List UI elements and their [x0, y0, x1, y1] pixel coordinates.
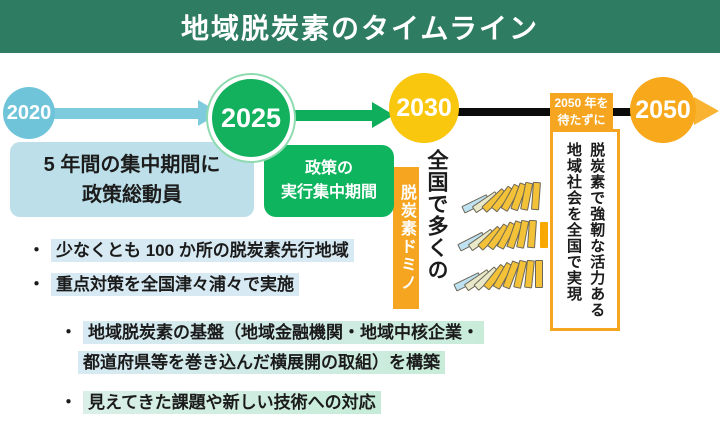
domino-tile [527, 219, 537, 249]
before-2050-line2: 待たずに [557, 112, 606, 127]
period-green-line2: 実行集中期間 [280, 184, 377, 201]
timeline-2030-2050-line [452, 108, 632, 116]
bullet-marker: ・ [60, 323, 77, 342]
domino-label-text: 脱炭素ドミノ [398, 184, 415, 292]
before-2050-tag: 2050 年を 待たずに [550, 93, 613, 130]
arrow-2020-2025-shaft [50, 108, 200, 119]
milestone-2050: 2050 [630, 77, 696, 143]
domino-tile [524, 259, 535, 289]
milestone-2020: 2020 [3, 87, 55, 139]
bullet-item-1: ・少なくとも 100 か所の脱炭素先行地域 [28, 236, 354, 262]
nationwide-caption-text: 全国で多くの [425, 149, 448, 281]
milestone-2050-label: 2050 [635, 95, 691, 124]
arrow-2050-head-icon [694, 97, 719, 125]
milestone-2030: 2030 [389, 73, 459, 143]
sub-bullet-2-text: 見えてきた課題や新しい技術への対応 [83, 391, 381, 414]
bullet-marker: ・ [28, 275, 45, 294]
domino-row-2 [453, 214, 553, 252]
goal-2050-col2: 地域社会を全国で実現 [565, 142, 582, 302]
milestone-2025: 2025 [212, 79, 290, 157]
sub-bullet-1-line-2: 都道府県等を巻き込んだ横展開の取組）を構築 [78, 348, 445, 374]
goal-2050-col1: 脱炭素で強靭な活力ある [588, 142, 606, 318]
domino-row-3 [449, 252, 549, 292]
bullet-item-2: ・重点対策を全国津々浦々で実施 [28, 270, 299, 296]
milestone-2030-label: 2030 [396, 93, 452, 122]
arrow-2025-2030-shaft [294, 110, 374, 121]
sub-bullet-1-line-1-text: 地域脱炭素の基盤（地域金融機関・地域中核企業・ [83, 321, 484, 344]
domino-tile [531, 181, 541, 211]
bullet-marker: ・ [60, 393, 77, 412]
arrow-2025-2030-head-icon [372, 102, 394, 128]
period-blue-line1: 5 年間の集中期間に [43, 153, 221, 176]
period-green-line1: 政策の [304, 160, 353, 177]
bullet-marker: ・ [28, 241, 45, 260]
bullet-item-1-text: 少なくとも 100 か所の脱炭素先行地域 [51, 239, 354, 262]
sub-bullet-1-line-1: ・地域脱炭素の基盤（地域金融機関・地域中核企業・ [60, 318, 484, 344]
milestone-2025-label: 2025 [220, 102, 282, 133]
domino-tile [535, 260, 543, 288]
period-box-2020-2025: 5 年間の集中期間に 政策総動員 [10, 142, 254, 217]
page-title: 地域脱炭素のタイムライン [180, 12, 540, 44]
goal-2050-text: 脱炭素で強靭な活力ある 地域社会を全国で実現 [562, 142, 609, 328]
domino-row-1 [457, 176, 552, 214]
period-blue-line2: 政策総動員 [82, 183, 182, 206]
sub-bullet-1-line-2-text: 都道府県等を巻き込んだ横展開の取組）を構築 [78, 351, 445, 374]
domino-label-box: 脱炭素ドミノ [393, 167, 419, 309]
period-box-2025-2030: 政策の 実行集中期間 [264, 145, 394, 217]
before-2050-line1: 2050 年を [554, 95, 609, 110]
goal-2050-box: 脱炭素で強靭な活力ある 地域社会を全国で実現 [550, 129, 620, 331]
header-bar: 地域脱炭素のタイムライン [0, 0, 720, 53]
nationwide-caption: 全国で多くの [421, 149, 451, 299]
domino-tile [540, 222, 548, 248]
sub-bullet-2: ・見えてきた課題や新しい技術への対応 [60, 388, 381, 414]
milestone-2020-label: 2020 [6, 101, 52, 124]
bullet-item-2-text: 重点対策を全国津々浦々で実施 [51, 273, 299, 296]
